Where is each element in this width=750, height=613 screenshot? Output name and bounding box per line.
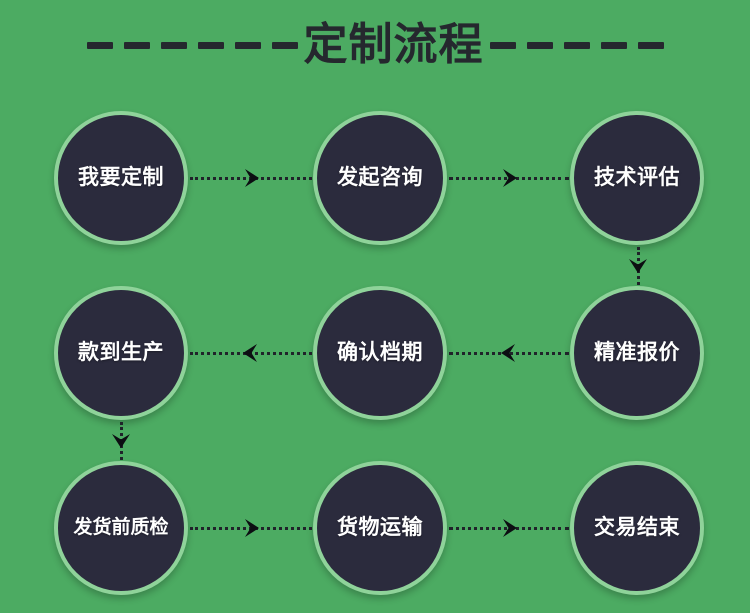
title-dash: [234, 41, 261, 49]
title-dash: [637, 41, 664, 49]
flow-node-label: 确认档期: [337, 341, 423, 365]
flow-node-initiate-consult[interactable]: 发起咨询: [313, 111, 447, 245]
flow-node-label: 我要定制: [78, 166, 164, 190]
flow-node-pre-shipment-qc[interactable]: 发货前质检: [54, 461, 188, 595]
flow-node-we-want-custom[interactable]: 我要定制: [54, 111, 188, 245]
flow-node-label: 精准报价: [594, 341, 680, 365]
title-dash: [160, 41, 187, 49]
flow-node-technical-assessment[interactable]: 技术评估: [570, 111, 704, 245]
page-title: 定制流程: [303, 20, 484, 69]
connector-arrow-right: [449, 515, 569, 541]
title-dash: [86, 41, 113, 49]
title-dashes-right: [489, 41, 664, 49]
page-title-bar: 定制流程: [0, 0, 750, 90]
title-dash: [563, 41, 590, 49]
title-dash: [271, 41, 298, 49]
title-dash: [526, 41, 553, 49]
flow-node-label: 款到生产: [78, 341, 164, 365]
flow-node-label: 技术评估: [594, 166, 680, 190]
flow-node-label: 发起咨询: [337, 166, 423, 190]
flow-node-label: 交易结束: [594, 516, 680, 540]
connector-arrow-right: [190, 165, 312, 191]
connector-arrow-left: [449, 340, 569, 366]
flow-node-goods-transport[interactable]: 货物运输: [313, 461, 447, 595]
connector-arrow-right: [190, 515, 312, 541]
title-dash: [123, 41, 150, 49]
title-dash: [489, 41, 516, 49]
connector-arrow-right: [449, 165, 569, 191]
title-dash: [197, 41, 224, 49]
flow-node-confirm-schedule[interactable]: 确认档期: [313, 286, 447, 420]
title-dashes-left: [86, 41, 298, 49]
flow-diagram: 我要定制 发起咨询 技术评估 精准报价 确认档期 款到生产 发货前质检 货物运输…: [0, 90, 750, 613]
flow-node-transaction-complete[interactable]: 交易结束: [570, 461, 704, 595]
connector-arrow-down: [108, 422, 134, 460]
connector-arrow-left: [190, 340, 312, 366]
flow-node-payment-production[interactable]: 款到生产: [54, 286, 188, 420]
flow-node-label: 货物运输: [337, 516, 423, 540]
flow-node-accurate-quote[interactable]: 精准报价: [570, 286, 704, 420]
title-dash: [600, 41, 627, 49]
connector-arrow-down: [625, 247, 651, 285]
flow-node-label: 发货前质检: [73, 516, 169, 538]
